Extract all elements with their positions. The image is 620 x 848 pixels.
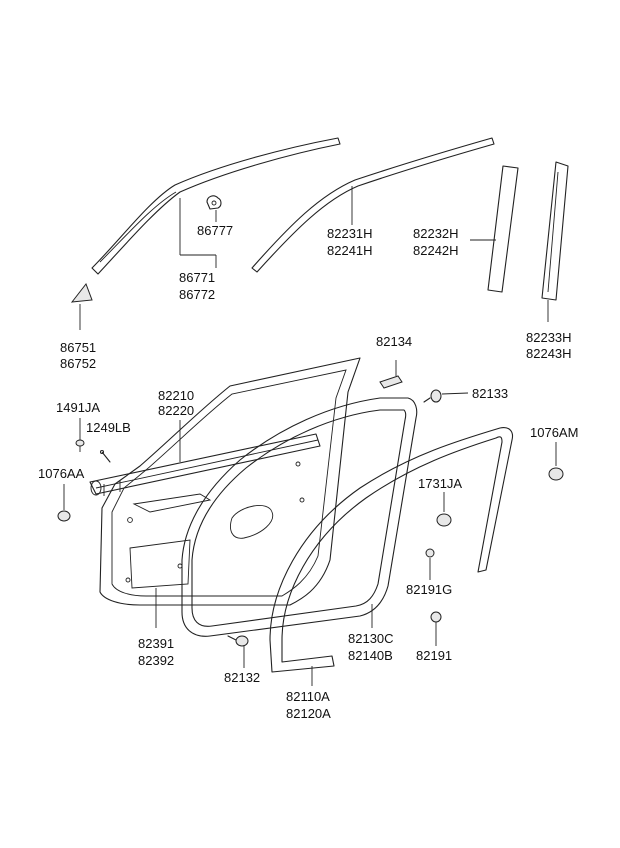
label-86777: 86777 (197, 223, 233, 238)
label-82130C: 82130C (348, 631, 394, 646)
label-82210: 82210 (158, 388, 194, 403)
leader-86771 (179, 198, 217, 268)
label-82191G: 82191G (406, 582, 452, 597)
clip-86777-part (206, 195, 222, 222)
drip-molding-part (91, 137, 341, 275)
label-86771: 86771 (179, 270, 215, 285)
label-1491JA: 1491JA (56, 400, 100, 415)
frame-weatherstrip-82130C-part (181, 397, 418, 637)
label-82134: 82134 (376, 334, 412, 349)
label-82241H: 82241H (327, 243, 373, 258)
label-82243H: 82243H (526, 346, 572, 361)
bolt-82133-part (423, 389, 469, 403)
clip-82191-part (430, 611, 442, 646)
label-1249LB: 1249LB (86, 420, 131, 435)
label-82132: 82132 (224, 670, 260, 685)
label-86751: 86751 (60, 340, 96, 355)
label-82232H: 82232H (413, 226, 459, 241)
plug-1076AM-part (548, 442, 564, 481)
plug-1731JA-part (436, 492, 452, 527)
plug-1076AA-part (57, 484, 71, 522)
body-weatherstrip-82110A-part (269, 427, 514, 686)
bracket-82134-part (379, 360, 403, 389)
outer-molding-82231H-part (251, 137, 495, 273)
label-82140B: 82140B (348, 648, 393, 663)
label-1076AA: 1076AA (38, 466, 85, 481)
label-86772: 86772 (179, 287, 215, 302)
label-82133: 82133 (472, 386, 508, 401)
door-panel-82391-part (99, 357, 361, 628)
clip-82191G-part (425, 548, 435, 580)
label-1731JA: 1731JA (418, 476, 462, 491)
label-82392: 82392 (138, 653, 174, 668)
label-82233H: 82233H (526, 330, 572, 345)
label-82231H: 82231H (327, 226, 373, 241)
label-1076AM: 1076AM (530, 425, 578, 440)
label-82220: 82220 (158, 403, 194, 418)
label-82391: 82391 (138, 636, 174, 651)
pillar-82233H-part (541, 161, 569, 322)
label-82242H: 82242H (413, 243, 459, 258)
stopper-82132-part (227, 635, 249, 668)
corner-piece-86751-part (70, 282, 93, 330)
label-82110A: 82110A (286, 689, 330, 704)
label-82120A: 82120A (286, 706, 331, 721)
screw-1249LB-part (99, 449, 111, 463)
label-86752: 86752 (60, 356, 96, 371)
screw-1491JA-part (75, 418, 85, 452)
label-82191: 82191 (416, 648, 452, 663)
belt-weatherstrip-82210-part (89, 420, 321, 496)
pillar-82232H-part (470, 165, 519, 293)
